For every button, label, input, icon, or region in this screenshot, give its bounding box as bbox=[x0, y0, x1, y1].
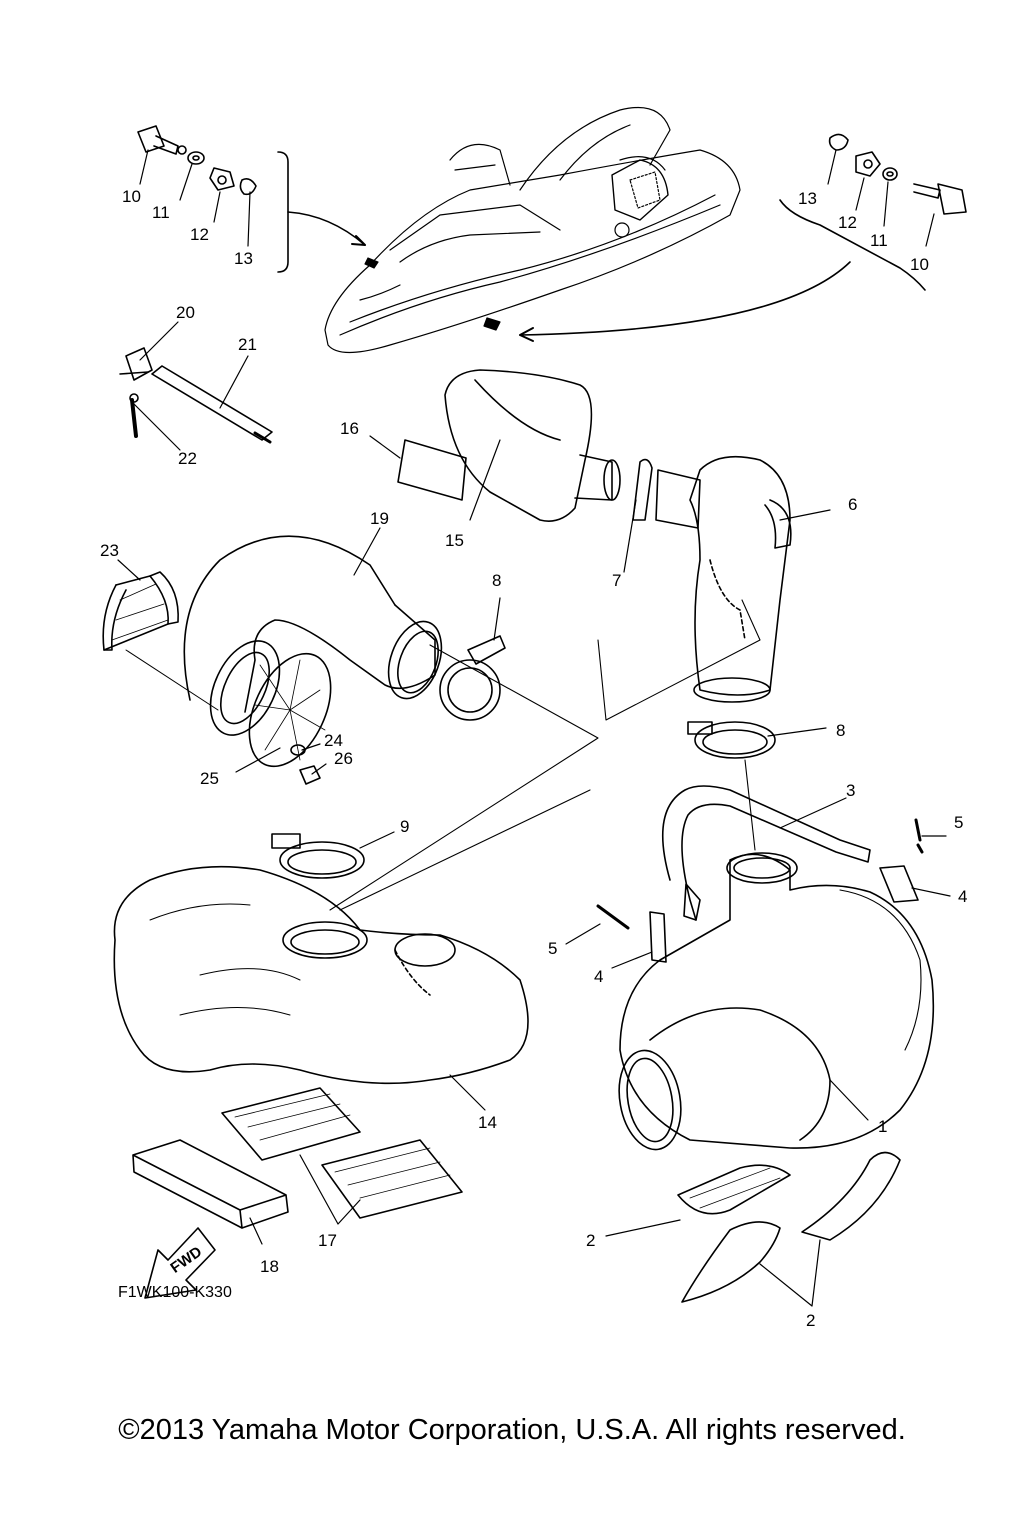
mounting-plate bbox=[102, 571, 179, 651]
callout-8-lower: 8 bbox=[836, 721, 845, 740]
nut bbox=[299, 765, 321, 785]
air-filter-pad bbox=[397, 439, 467, 501]
callout-11-left: 11 bbox=[152, 203, 170, 222]
hose-clamp-middle bbox=[687, 721, 776, 759]
routing-line bbox=[339, 789, 591, 911]
callout-24: 24 bbox=[324, 731, 343, 750]
callout-18: 18 bbox=[260, 1257, 279, 1276]
intake-chamber bbox=[113, 865, 529, 1085]
callout-12-left: 12 bbox=[190, 225, 209, 244]
callout-22: 22 bbox=[178, 449, 197, 468]
routing-line bbox=[744, 759, 756, 851]
callout-10-right: 10 bbox=[910, 255, 929, 274]
filter-pad-2-curved-left bbox=[681, 1221, 781, 1303]
callout-5-right: 5 bbox=[954, 813, 963, 832]
callout-9: 9 bbox=[400, 817, 409, 836]
hose-clamp-lower bbox=[271, 833, 365, 879]
mount-left-group bbox=[277, 151, 366, 273]
drain-plug-left-set bbox=[137, 125, 257, 196]
callout-26: 26 bbox=[334, 749, 353, 768]
routing-line bbox=[329, 644, 599, 911]
fwd-label: FWD bbox=[167, 1243, 205, 1277]
callout-4-right: 4 bbox=[958, 887, 967, 906]
callout-11-right: 11 bbox=[870, 231, 888, 250]
callout-12-right: 12 bbox=[838, 213, 857, 232]
filter-pad-2-flat bbox=[677, 1164, 791, 1215]
diagram-code: F1WK100-K330 bbox=[118, 1284, 232, 1301]
strap-bracket-right bbox=[879, 865, 919, 903]
callout-5-left: 5 bbox=[548, 939, 557, 958]
copyright-notice: ©2013 Yamaha Motor Corporation, U.S.A. A… bbox=[118, 1414, 906, 1446]
retaining-strap bbox=[661, 785, 871, 921]
filter-block-18 bbox=[132, 1139, 289, 1229]
rivet-left bbox=[596, 904, 630, 930]
callout-25: 25 bbox=[200, 769, 219, 788]
callout-19: 19 bbox=[370, 509, 389, 528]
callout-13-left: 13 bbox=[234, 249, 253, 268]
callout-8-upper: 8 bbox=[492, 571, 501, 590]
filter-pad-17b bbox=[321, 1139, 463, 1219]
callout-2-upper: 2 bbox=[586, 1231, 595, 1250]
callout-10-left: 10 bbox=[122, 187, 141, 206]
watercraft-illustration bbox=[324, 106, 741, 354]
callout-23: 23 bbox=[100, 541, 119, 560]
filter-pad-17a bbox=[221, 1087, 361, 1161]
callout-16: 16 bbox=[340, 419, 359, 438]
callout-20: 20 bbox=[176, 303, 195, 322]
callout-2-lower: 2 bbox=[806, 1311, 815, 1330]
callout-1: 1 bbox=[878, 1117, 887, 1136]
callout-4-left: 4 bbox=[594, 967, 603, 986]
coupler-sleeve bbox=[655, 469, 701, 529]
rivet-right bbox=[914, 818, 924, 854]
callout-7: 7 bbox=[612, 571, 621, 590]
elbow-duct bbox=[689, 455, 792, 703]
drain-plug-right-set bbox=[828, 133, 967, 215]
callout-6: 6 bbox=[848, 495, 857, 514]
callout-21: 21 bbox=[238, 335, 257, 354]
callout-17: 17 bbox=[318, 1231, 337, 1250]
gasket-ring bbox=[209, 640, 281, 736]
strap-bracket-left bbox=[649, 911, 667, 963]
flame-arrestor-plate bbox=[248, 652, 332, 768]
coupler-clamp bbox=[632, 458, 653, 521]
filter-pad-2-curved-right bbox=[801, 1151, 901, 1241]
washer bbox=[290, 744, 306, 756]
water-lock-chamber bbox=[618, 852, 935, 1151]
callout-labels: 10 11 12 13 13 12 11 10 20 21 22 16 15 1… bbox=[100, 187, 967, 1330]
mount-right-group bbox=[519, 199, 926, 342]
hose-clamp-upper bbox=[439, 635, 506, 721]
callout-15: 15 bbox=[445, 531, 464, 550]
intake-duct bbox=[183, 535, 443, 713]
callout-14: 14 bbox=[478, 1113, 497, 1132]
routing-line bbox=[597, 599, 761, 721]
callout-13-right: 13 bbox=[798, 189, 817, 208]
leader-lines bbox=[117, 149, 951, 1307]
air-box bbox=[444, 369, 621, 522]
clip-strap-rivet-set bbox=[119, 347, 273, 444]
callout-3: 3 bbox=[846, 781, 855, 800]
